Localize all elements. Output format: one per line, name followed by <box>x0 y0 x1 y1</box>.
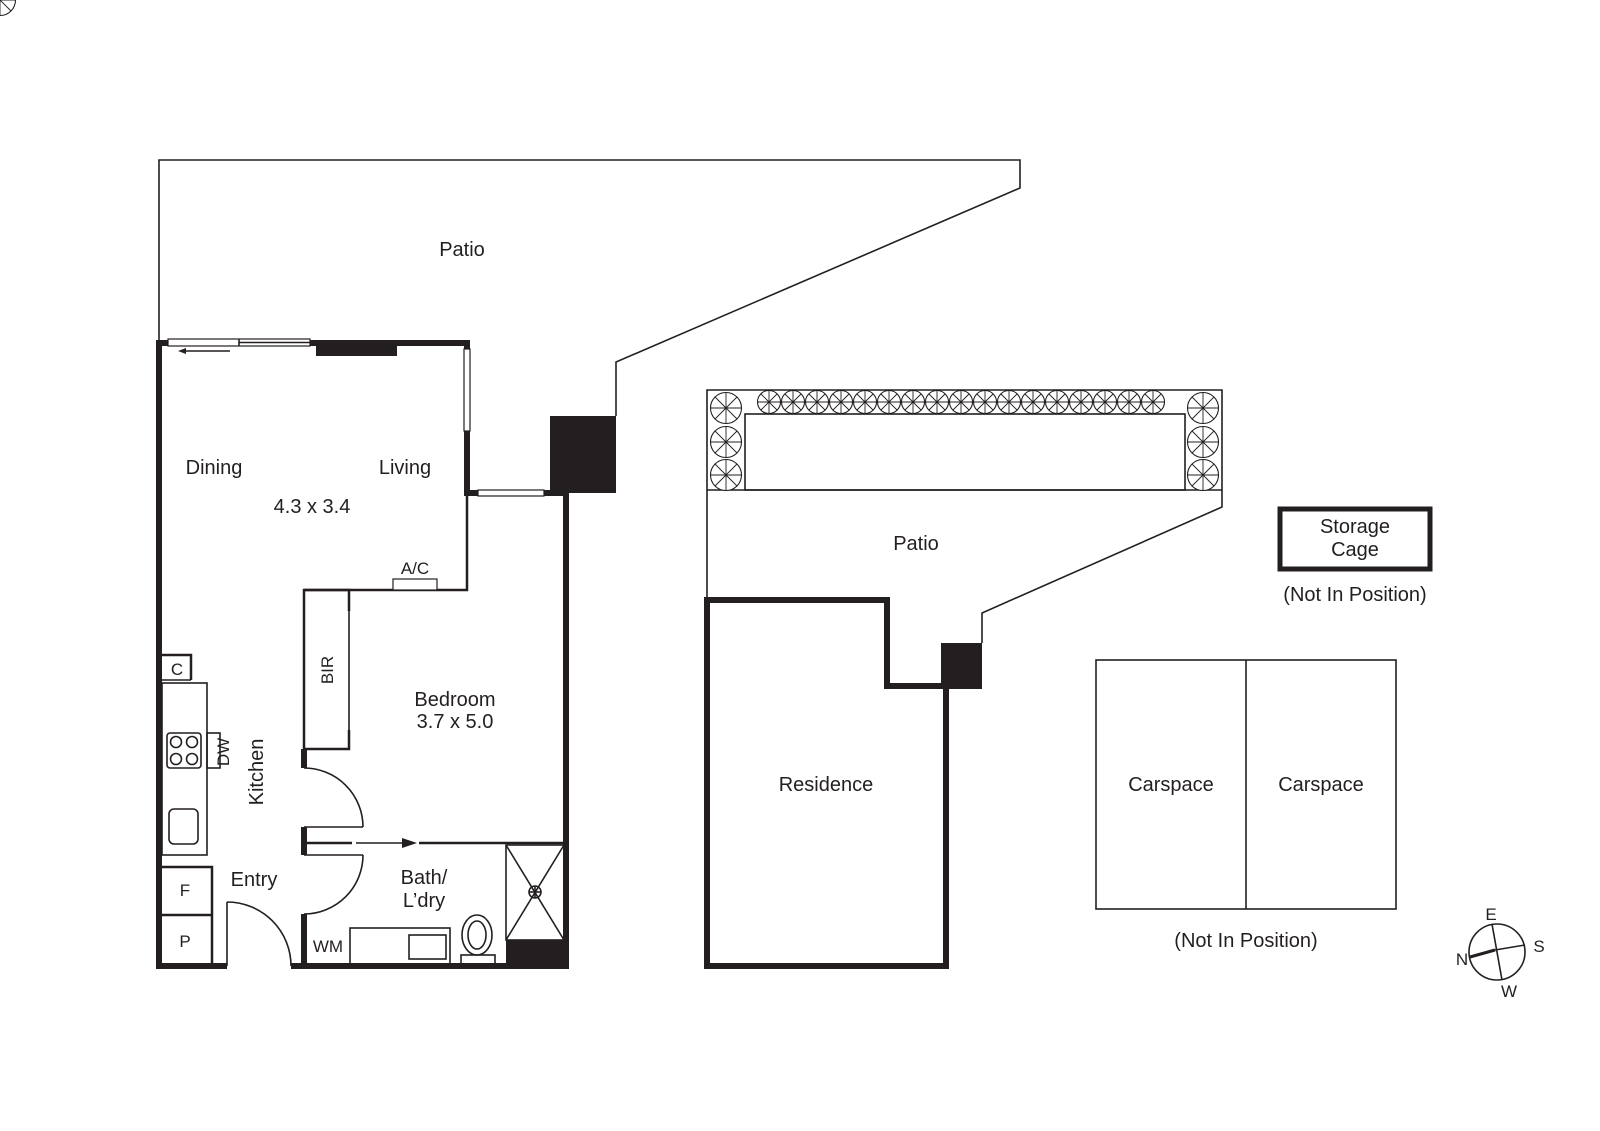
planter-inner <box>744 413 1186 491</box>
bath-sliding-door <box>301 827 566 855</box>
ac-label: A/C <box>401 559 429 578</box>
bath-door <box>301 854 364 966</box>
basin-icon <box>408 934 447 960</box>
wall-living-bedroom <box>302 493 469 765</box>
lower-patio-outline <box>706 389 1223 643</box>
storage-cage: Storage Cage (Not In Position) <box>1277 506 1433 606</box>
compass-south: S <box>1533 937 1544 956</box>
storage-cage-label-line2: Cage <box>1331 539 1379 561</box>
washing-machine-label: WM <box>313 937 343 956</box>
ac-unit <box>392 578 438 591</box>
site-plan: Patio Residence Storage Cage (Not In Pos… <box>0 0 1545 1001</box>
kitchen-bench <box>161 682 208 856</box>
carspaces: Carspace Carspace (Not In Position) <box>1095 659 1397 952</box>
upper-patio: Patio <box>158 159 1021 416</box>
bir-label: BIR <box>318 656 337 684</box>
kitchen-label: Kitchen <box>246 739 268 806</box>
storage-cage-label-line1: Storage <box>1320 516 1390 538</box>
bedroom-label: Bedroom <box>414 689 495 711</box>
cooktop-icon <box>166 732 202 769</box>
fridge-pantry: F P <box>162 865 214 966</box>
dishwasher <box>206 732 221 769</box>
compass-icon: E S N W <box>1456 905 1545 1001</box>
storage-cage-note: (Not In Position) <box>1283 584 1426 606</box>
slide-arrow-icon <box>402 838 417 848</box>
planter-trees <box>0 0 1220 492</box>
bath-label-line1: Bath/ <box>401 867 448 889</box>
structural-column-site <box>941 643 982 689</box>
dishwasher-label: DW <box>214 738 233 766</box>
entry-label: Entry <box>231 869 278 891</box>
vanity <box>349 927 451 966</box>
cupboard-label: C <box>171 660 183 679</box>
bedroom-door <box>301 749 364 828</box>
carspace-2-label: Carspace <box>1278 774 1364 796</box>
upper-patio-label: Patio <box>439 239 485 261</box>
living-label: Living <box>379 457 431 479</box>
bath-duct <box>506 940 568 968</box>
pantry-label: P <box>179 932 190 951</box>
window-bedroom-north <box>477 489 545 497</box>
slide-arrow-icon <box>178 348 186 354</box>
kitchen: C DW Kitchen <box>161 653 268 856</box>
structural-column <box>316 343 397 356</box>
entry-door[interactable] <box>226 901 292 967</box>
bath-label-line2: L’dry <box>403 890 445 912</box>
bedroom-dimensions: 3.7 x 5.0 <box>417 711 494 733</box>
north-pointer <box>1469 948 1496 959</box>
shower-icon <box>505 844 565 941</box>
fridge-label: F <box>180 881 190 900</box>
compass-west: W <box>1501 982 1517 1001</box>
dining-label: Dining <box>186 457 243 479</box>
cupboard <box>162 653 193 680</box>
window-living-east <box>463 348 471 432</box>
carspaces-note: (Not In Position) <box>1174 930 1317 952</box>
bathroom: Bath/ L’dry WM <box>313 844 568 968</box>
compass-north: N <box>1456 950 1468 969</box>
structural-column-large <box>550 416 616 493</box>
sliding-door-north <box>167 338 311 354</box>
living-dimensions: 4.3 x 3.4 <box>274 496 351 518</box>
compass-east: E <box>1485 905 1496 924</box>
carspace-1-label: Carspace <box>1128 774 1214 796</box>
sink-icon <box>168 808 199 845</box>
lower-patio-label: Patio <box>893 533 939 555</box>
residence-label: Residence <box>779 774 874 796</box>
built-in-robe: BIR <box>304 588 351 751</box>
apartment-plan: A/C BIR Dining Living 4.3 x 3.4 Bedroom … <box>156 338 616 969</box>
